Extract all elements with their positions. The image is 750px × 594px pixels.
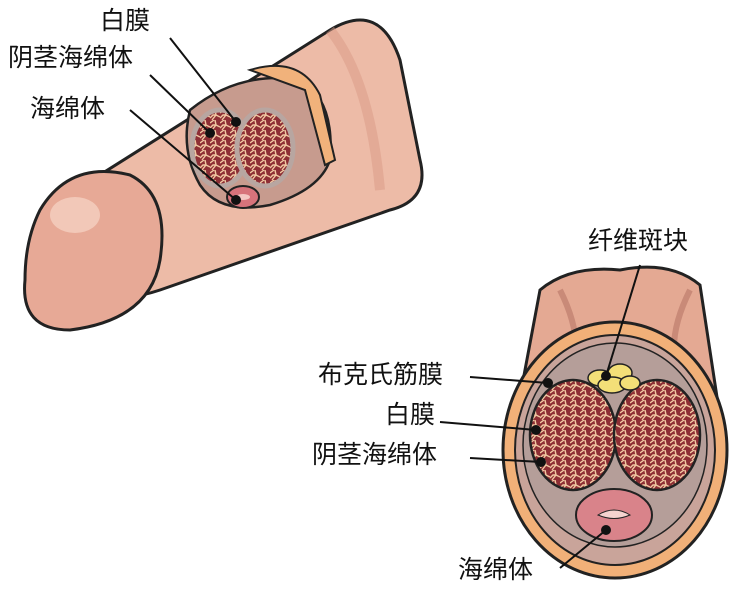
bottom-leader-lines <box>439 264 641 569</box>
label-top-tunica-albuginea: 白膜 <box>100 6 151 36</box>
bottom-cross-section <box>439 264 729 580</box>
label-top-corpus-spongiosum: 海绵体 <box>30 94 106 124</box>
top-leader-lines <box>129 37 237 201</box>
label-bucks-fascia: 布克氏筋膜 <box>318 360 444 390</box>
top-penis-illustration <box>23 18 424 332</box>
label-fibrous-plaque: 纤维斑块 <box>588 226 689 256</box>
top-cross-section <box>185 64 337 209</box>
label-bottom-tunica-albuginea: 白膜 <box>385 400 436 430</box>
label-top-corpus-cavernosum: 阴茎海绵体 <box>8 43 134 73</box>
label-bottom-corpus-spongiosum: 海绵体 <box>458 555 534 585</box>
label-bottom-corpus-cavernosum: 阴茎海绵体 <box>312 440 438 470</box>
